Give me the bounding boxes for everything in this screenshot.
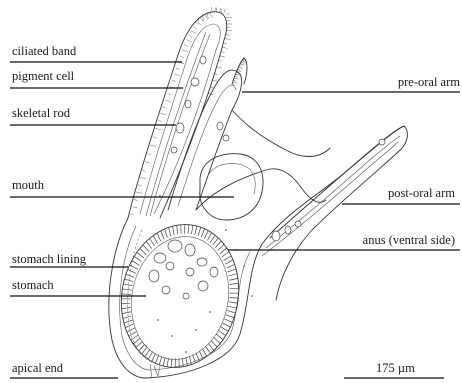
left-arm-inner-outline: [140, 24, 220, 214]
stomach-cells: [149, 240, 218, 299]
label-pigment-cell: pigment cell: [12, 69, 75, 83]
label-mouth: mouth: [12, 178, 45, 192]
label-post-oral-arm: post-oral arm: [388, 186, 455, 200]
label-apical-end: apical end: [12, 361, 64, 375]
label-skeletal-rod: skeletal rod: [12, 106, 71, 120]
label-anus: anus (ventral side): [363, 233, 455, 247]
label-stomach: stomach: [12, 278, 54, 292]
larva-body: [108, 7, 407, 378]
left-arm-outline: [128, 12, 227, 218]
arm-junction: [232, 110, 330, 157]
scale-bar-label: 175 µm: [376, 361, 415, 375]
mouth-inner: [206, 164, 255, 194]
label-stomach-lining: stomach lining: [12, 252, 87, 266]
pre-oral-arm-outline: [168, 70, 242, 210]
arm-cells: [171, 56, 385, 241]
label-ciliated-band: ciliated band: [12, 44, 77, 58]
apical-mark: [150, 364, 160, 378]
body-upper-outline: [196, 169, 326, 210]
leader-lines: [10, 62, 460, 378]
text-labels: ciliated band pigment cell skeletal rod …: [12, 44, 460, 375]
cilia-fringe: [130, 7, 247, 215]
label-pre-oral-arm: pre-oral arm: [398, 75, 460, 89]
